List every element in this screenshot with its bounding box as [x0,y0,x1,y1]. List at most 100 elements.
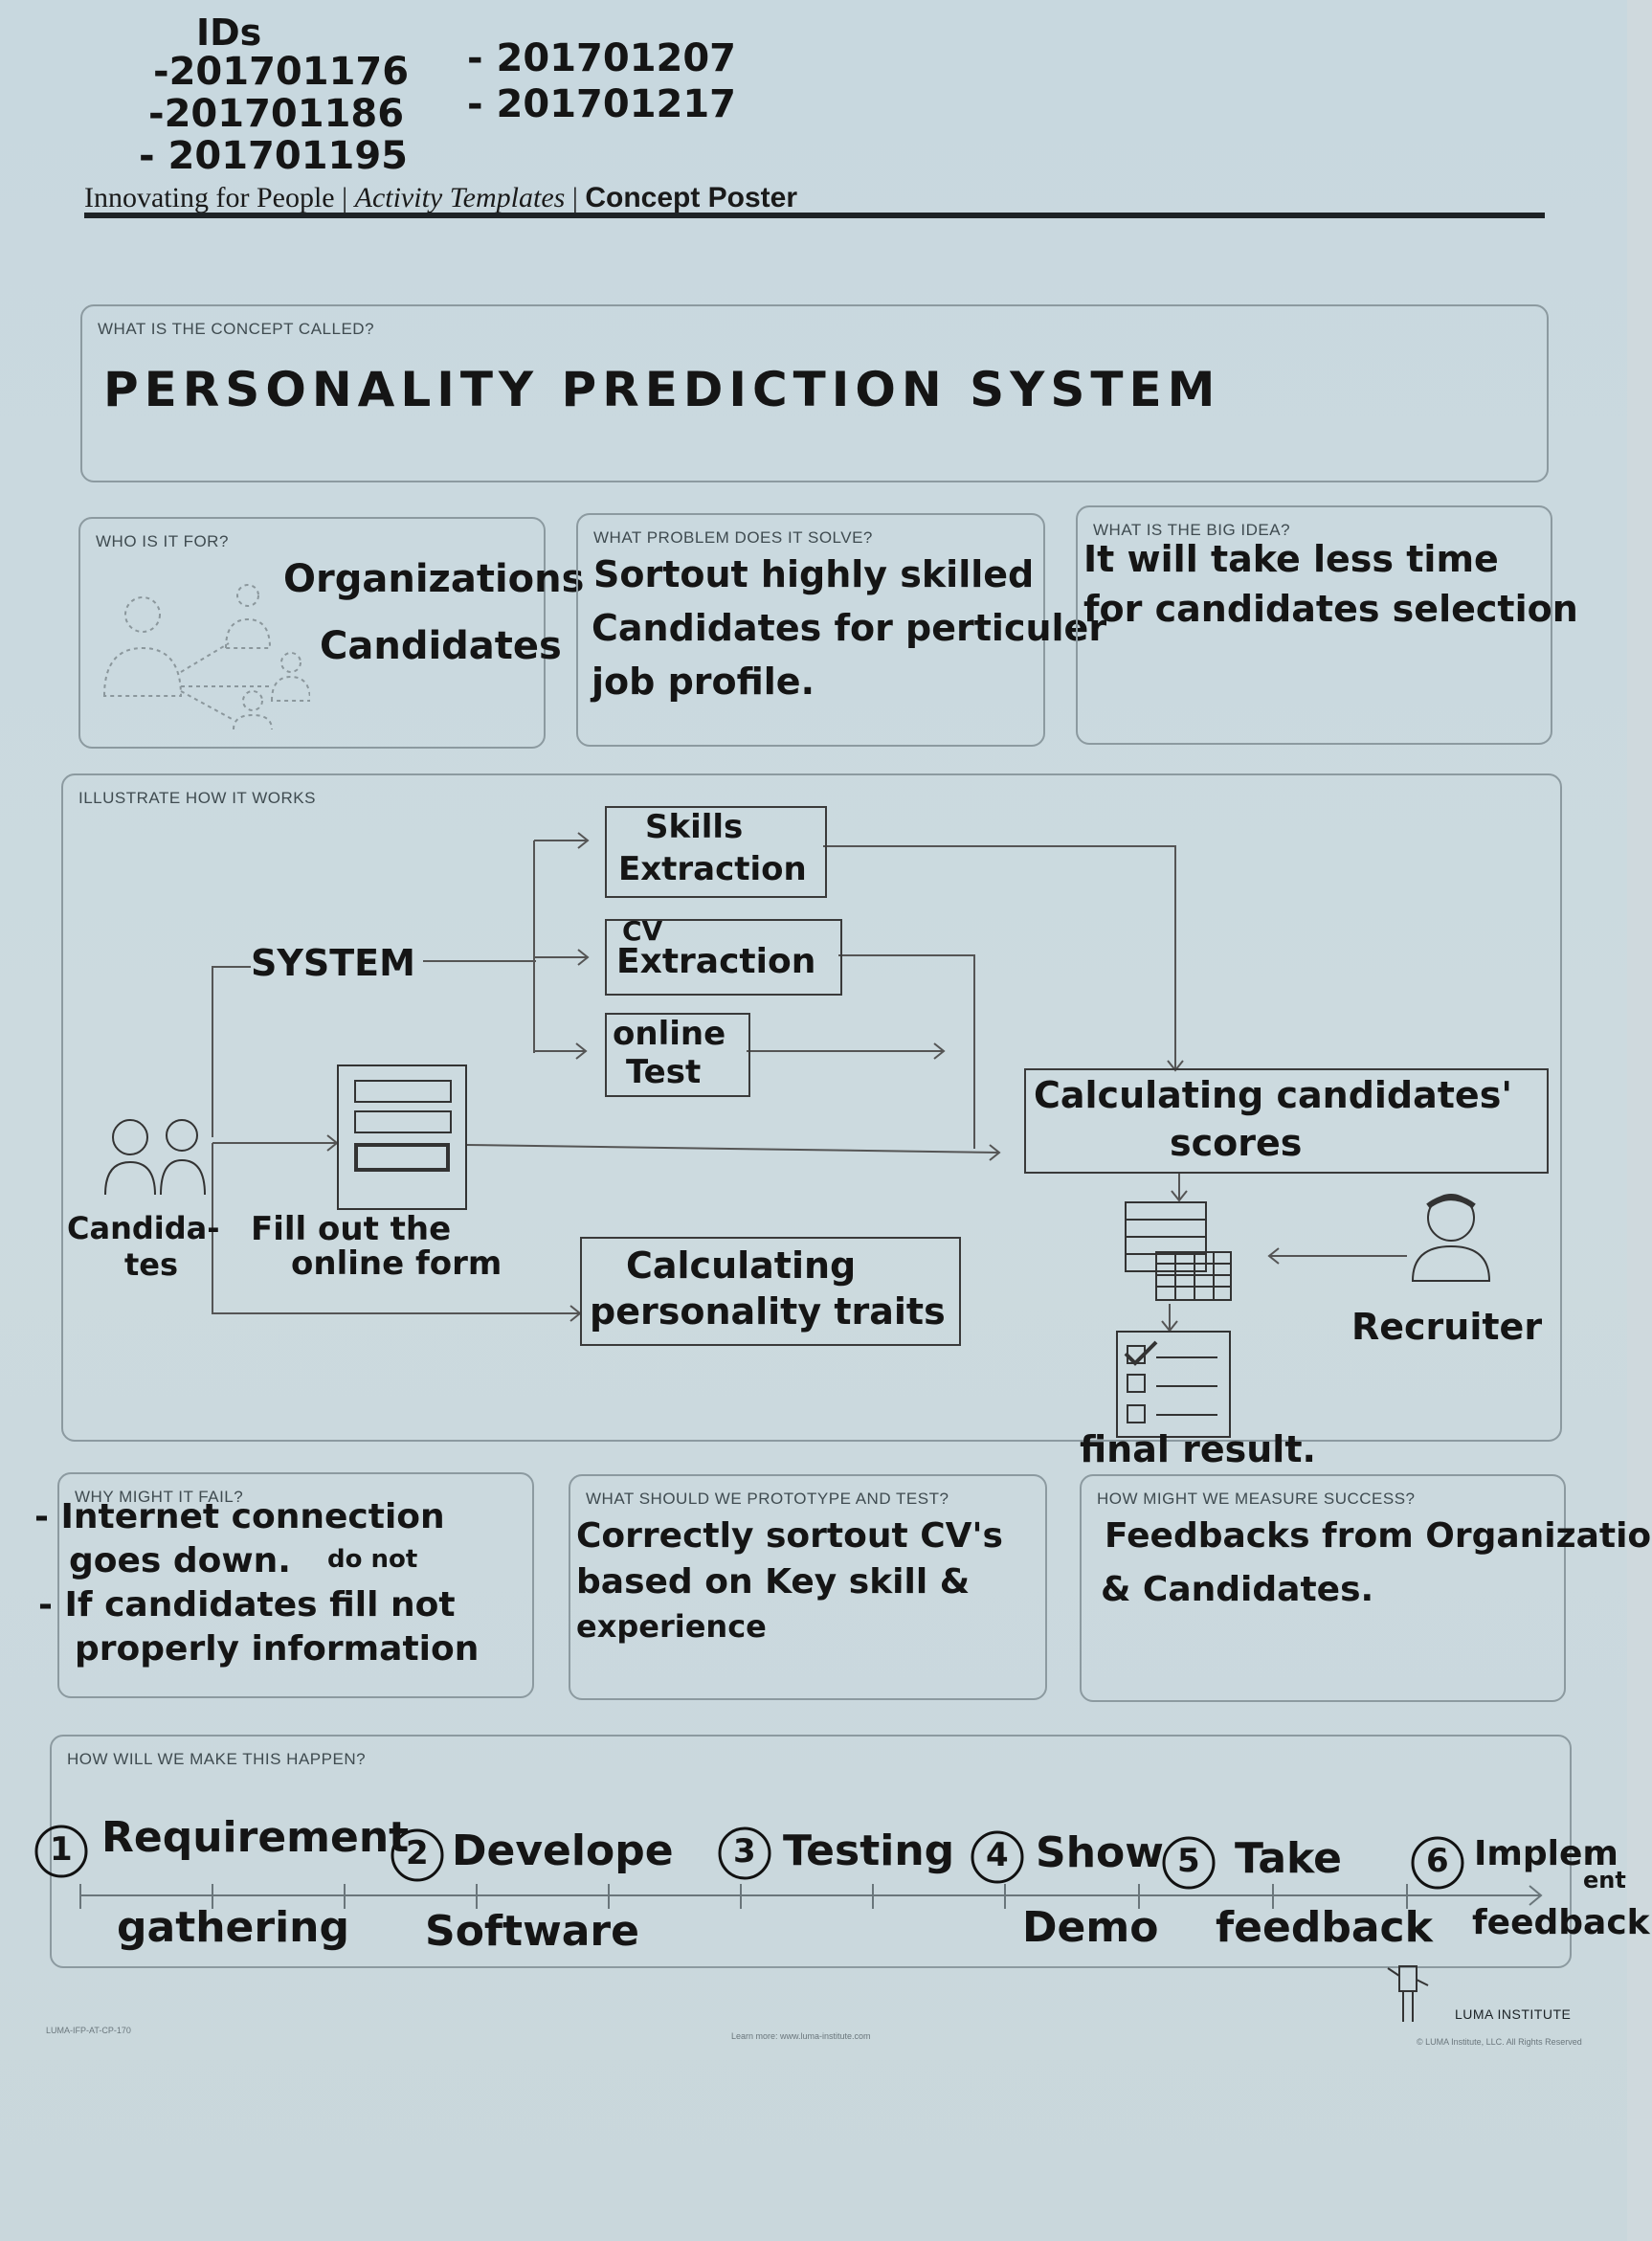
measure-box: HOW MIGHT WE MEASURE SUCCESS? [1080,1474,1566,1702]
problem-line: Candidates for perticuler [592,607,1107,649]
header-rule [84,213,1545,218]
header-section: Activity Templates [354,182,566,213]
step-top: Take [1235,1834,1342,1883]
step-top: Implem [1474,1834,1619,1873]
step-top: Develope [452,1826,674,1875]
online-test-node: online Test [605,1013,750,1097]
node-text: Skills [645,808,744,846]
node-text: CV [622,915,663,947]
skills-extraction-node: Skills Extraction [605,806,827,898]
fail-line: goes down. [69,1541,291,1580]
illustrate-box: ILLUSTRATE HOW IT WORKS [61,773,1562,1442]
system-node: SYSTEM [251,942,415,984]
node-text: personality traits [590,1290,946,1333]
step-number: 3 [733,1832,756,1871]
prototype-line: based on Key skill & [576,1562,971,1602]
step-bottom: feedback [1216,1903,1433,1952]
step-bottom: Software [425,1907,639,1956]
cv-extraction-node: CV Extraction [605,915,842,996]
recruiter-icon [1411,1194,1491,1282]
prototype-line: Correctly sortout CV's [576,1516,1003,1556]
footer-brand: LUMA INSTITUTE [1455,2006,1572,2022]
measure-line: Feedbacks from Organization [1105,1516,1652,1556]
node-text: Extraction [618,850,807,888]
who-box: WHO IS IT FOR? Organizations Candidates [78,517,584,749]
fail-label: WHY MIGHT IT FAIL? [75,1488,244,1506]
step-bottom: feedback [1472,1903,1650,1942]
id-entry: -201701186 [148,92,405,136]
problem-box: WHAT PROBLEM DOES IT SOLVE? Sortout high… [576,513,1106,747]
candidates-label: Candida- [67,1210,220,1246]
scores-node: Calculating candidates' scores [1024,1068,1549,1174]
idea-box: WHAT IS THE BIG IDEA? It will take less … [1076,505,1578,745]
fail-line: do not [327,1545,418,1574]
node-text: Extraction [616,942,816,981]
concept-box: WHAT IS THE CONCEPT CALLED? PERSONALITY … [80,304,1549,482]
who-organizations: Organizations [283,557,585,601]
idea-label: WHAT IS THE BIG IDEA? [1093,521,1291,539]
node-text: online [613,1015,726,1053]
step-number: 6 [1426,1842,1449,1880]
database-icon [1125,1201,1232,1301]
form-icon [337,1064,467,1210]
footer-code: LUMA-IFP-AT-CP-170 [46,2026,131,2035]
id-entry: - 201701207 [467,36,737,80]
ids-heading: IDs [196,11,262,54]
traits-node: Calculating personality traits [580,1237,961,1346]
step-top: Show [1036,1828,1164,1877]
node-text: scores [1170,1122,1303,1164]
node-text: Test [626,1053,702,1091]
prototype-line: experience [576,1608,767,1645]
fail-line: - Internet connection [34,1497,445,1536]
who-label: WHO IS IT FOR? [96,532,229,550]
final-result-label: final result. [1080,1428,1316,1470]
concept-label: WHAT IS THE CONCEPT CALLED? [98,320,375,338]
node-text: Calculating [626,1244,857,1287]
step-top: Testing [783,1826,955,1875]
header-title: Concept Poster [585,182,798,213]
idea-line: for candidates selection [1083,588,1578,630]
step-number: 5 [1177,1842,1200,1880]
step-number: 2 [406,1834,429,1872]
step-top-extra: ent [1583,1867,1626,1894]
problem-line: Sortout highly skilled [593,553,1035,595]
prototype-label: WHAT SHOULD WE PROTOTYPE AND TEST? [586,1490,949,1508]
form-label: online form [291,1244,502,1283]
header-separator: | [342,182,348,213]
candidates-label: tes [124,1246,179,1283]
concept-text: PERSONALITY PREDICTION SYSTEM [103,362,1221,417]
id-entry: -201701176 [153,50,410,94]
step-top: Requirement [101,1813,410,1862]
header-separator: | [571,182,578,213]
fail-box: WHY MIGHT IT FAIL? [57,1472,534,1698]
node-text: Calculating candidates' [1034,1074,1512,1116]
fail-line: - If candidates fill not [38,1585,456,1625]
problem-label: WHAT PROBLEM DOES IT SOLVE? [593,528,873,547]
page-header: Innovating for People | Activity Templat… [84,182,797,214]
step-number: 1 [50,1830,73,1869]
prototype-box: WHAT SHOULD WE PROTOTYPE AND TEST? Corre… [569,1474,1047,1700]
measure-line: & Candidates. [1101,1570,1374,1609]
people-network-icon [102,584,310,729]
footer-link[interactable]: Learn more: www.luma-institute.com [731,2031,871,2041]
recruiter-label: Recruiter [1351,1306,1543,1348]
step-bottom: gathering [117,1903,349,1952]
fail-line: properly information [75,1629,480,1669]
id-entry: - 201701217 [467,82,737,126]
candidates-icon [104,1119,206,1196]
measure-label: HOW MIGHT WE MEASURE SUCCESS? [1097,1490,1416,1508]
happen-label: HOW WILL WE MAKE THIS HAPPEN? [67,1750,367,1768]
form-label: Fill out the [251,1210,452,1248]
checklist-icon [1116,1331,1231,1438]
header-program: Innovating for People [84,182,335,213]
illustrate-label: ILLUSTRATE HOW IT WORKS [78,789,316,807]
who-candidates: Candidates [320,624,562,668]
problem-line: job profile. [592,661,815,703]
id-entry: - 201701195 [139,134,409,178]
footer-copyright: © LUMA Institute, LLC. All Rights Reserv… [1417,2037,1582,2047]
idea-line: It will take less time [1083,538,1499,580]
step-number: 4 [986,1836,1009,1874]
step-bottom: Demo [1022,1903,1159,1952]
luma-mascot-icon [1387,1965,1429,2022]
